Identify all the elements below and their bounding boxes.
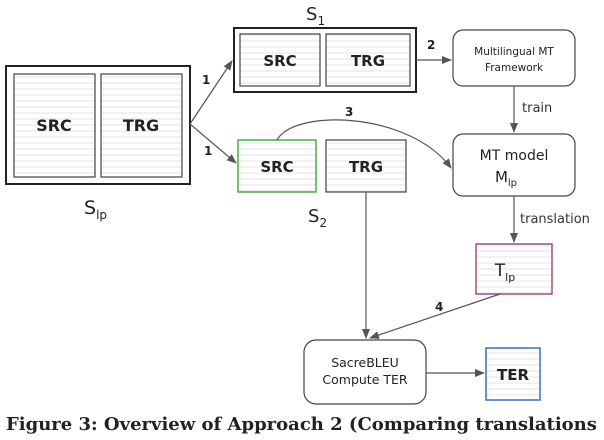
edge-s2src-to-model [276, 119, 452, 169]
s1-document: SRC TRG S1 [233, 4, 417, 93]
edge-label-s2src-to-model: 3 [345, 105, 353, 119]
translation-name: Tlp [494, 261, 515, 284]
s2-src-label: SRC [260, 158, 293, 176]
ter-result: TER [485, 347, 541, 401]
s2-trg-label: TRG [349, 158, 383, 176]
framework-line1: Multilingual MT [474, 46, 554, 58]
corpus-trg-label: TRG [123, 116, 159, 135]
edge-label-corpus-to-s1: 1 [202, 73, 210, 87]
corpus-name: Slp [84, 197, 107, 222]
ter-label: TER [497, 366, 529, 384]
edge-label-translation: translation [520, 212, 590, 227]
edge-translation-to-scorer [369, 293, 501, 339]
corpus-src-label: SRC [36, 116, 72, 135]
edge-corpus-to-s2 [189, 123, 237, 164]
s2-name: S2 [308, 206, 327, 230]
edge-label-translation-to-scorer: 4 [435, 300, 443, 314]
edge-label-corpus-to-s2: 1 [204, 144, 212, 158]
figure-caption: Figure 3: Overview of Approach 2 (Compar… [6, 414, 597, 435]
mt-model-name: Mlp [495, 168, 517, 189]
corpus-document: SRC TRG Slp [5, 65, 191, 222]
mt-model-node: MT model Mlp [452, 133, 576, 197]
s1-name: S1 [306, 4, 325, 28]
sacrebleu-line2: Compute TER [322, 372, 408, 387]
edge-label-train: train [522, 101, 552, 116]
edge-label-s1-to-framework: 2 [427, 38, 435, 52]
framework-node: Multilingual MT Framework [452, 29, 576, 87]
s1-src-label: SRC [263, 52, 296, 70]
s1-trg-label: TRG [351, 52, 385, 70]
edge-corpus-to-s1 [189, 60, 233, 125]
sacrebleu-node: SacreBLEU Compute TER [303, 339, 427, 405]
s2-document: SRC TRG S2 [237, 139, 407, 230]
framework-line2: Framework [485, 62, 544, 74]
sacrebleu-line1: SacreBLEU [331, 355, 399, 370]
mt-model-line1: MT model [480, 148, 549, 164]
translation-document: Tlp [475, 243, 553, 295]
